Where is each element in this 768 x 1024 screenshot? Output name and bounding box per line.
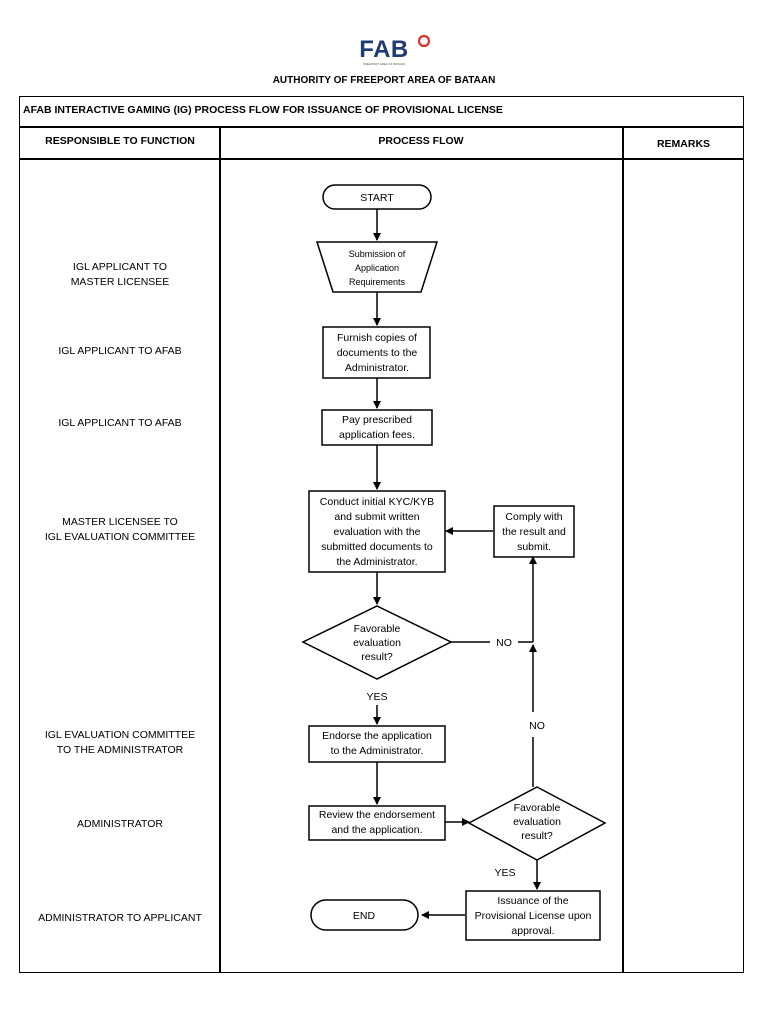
column-header-process: PROCESS FLOW xyxy=(378,135,464,147)
submission-label-line-3: Requirements xyxy=(349,277,406,287)
document-title: AFAB INTERACTIVE GAMING (IG) PROCESS FLO… xyxy=(23,104,503,116)
comply-label-line-1: Comply with xyxy=(505,511,562,523)
start-terminator xyxy=(322,184,432,210)
responsible-pay: IGL APPLICANT TO AFAB xyxy=(58,417,182,429)
review-label-line-2: and the application. xyxy=(331,824,422,836)
issuance-label-line-1: Issuance of the xyxy=(497,895,568,907)
responsible-conduct: MASTER LICENSEE TO IGL EVALUATION COMMIT… xyxy=(44,516,196,543)
yes2-label-line-1: YES xyxy=(494,867,515,879)
yes1-label-line-1: YES xyxy=(366,691,387,703)
decision1-label-line-1: Favorable xyxy=(354,623,401,635)
conduct-process xyxy=(308,490,446,573)
no1-label-line-1: NO xyxy=(496,637,512,649)
review-process xyxy=(308,805,446,841)
responsible-issuance: ADMINISTRATOR TO APPLICANT xyxy=(38,912,202,924)
conduct-label-line-3: evaluation with the xyxy=(334,526,421,538)
responsible-endorse: IGL EVALUATION COMMITTEE TO THE ADMINIST… xyxy=(44,729,196,756)
pay-label-line-2: application fees. xyxy=(339,429,415,441)
conduct-label-line-5: the Administrator. xyxy=(336,556,417,568)
conduct-label-line-4: submitted documents to xyxy=(321,541,433,553)
title-divider xyxy=(19,126,744,128)
column-header-responsible: RESPONSIBLE TO FUNCTION xyxy=(45,135,195,147)
logo-subtext: FREEPORT AREA OF BATAAN xyxy=(362,62,406,66)
review-label-line-1: Review the endorsement xyxy=(319,809,435,821)
furnish-label-line-1: Furnish copies of xyxy=(337,332,417,344)
responsible-review: ADMINISTRATOR xyxy=(77,818,163,830)
submission-manual-input xyxy=(315,241,439,293)
pay-label-line-1: Pay prescribed xyxy=(342,414,412,426)
end-terminator xyxy=(310,899,419,931)
comply-label-line-3: submit. xyxy=(517,541,551,553)
column-header-remarks: REMARKS xyxy=(656,138,711,150)
issuance-process xyxy=(465,890,601,941)
process-table xyxy=(19,96,744,973)
endorse-label-line-1: Endorse the application xyxy=(322,730,432,742)
issuance-label-line-2: Provisional License upon xyxy=(475,910,592,922)
endorse-process xyxy=(308,725,446,763)
decision1-label-line-2: evaluation xyxy=(353,637,401,649)
conduct-label-line-1: Conduct initial KYC/KYB xyxy=(320,496,434,508)
decision2-label-line-2: evaluation xyxy=(513,816,561,828)
conduct-label-line-2: and submit written xyxy=(334,511,419,523)
no2-label-line-1: NO xyxy=(529,720,545,732)
org-name: AUTHORITY OF FREEPORT AREA OF BATAAN xyxy=(272,75,496,86)
furnish-label-line-3: Administrator. xyxy=(345,362,409,374)
logo: FAB xyxy=(0,34,768,64)
decision1-label-line-3: result? xyxy=(361,651,393,663)
responsible-furnish: IGL APPLICANT TO AFAB xyxy=(58,345,182,357)
decision1-diamond xyxy=(301,605,453,680)
start-label-line-1: START xyxy=(360,192,394,204)
logo-swoosh-icon xyxy=(417,34,431,48)
logo-text: FAB xyxy=(359,36,409,63)
endorse-label-line-2: to the Administrator. xyxy=(331,745,424,757)
decision2-diamond xyxy=(467,786,607,861)
submission-label-line-2: Application xyxy=(355,263,399,273)
issuance-label-line-3: approval. xyxy=(511,925,554,937)
comply-process xyxy=(493,505,575,558)
decision2-label-line-1: Favorable xyxy=(514,802,561,814)
furnish-process xyxy=(322,326,431,379)
decision2-label-line-3: result? xyxy=(521,830,553,842)
submission-label-line-1: Submission of xyxy=(349,249,406,259)
column-divider-left xyxy=(219,126,221,973)
column-divider-right xyxy=(622,126,624,973)
pay-process xyxy=(321,409,433,446)
furnish-label-line-2: documents to the xyxy=(337,347,418,359)
responsible-submission: IGL APPLICANT TO MASTER LICENSEE xyxy=(70,261,170,288)
header-divider xyxy=(19,158,744,160)
comply-label-line-2: the result and xyxy=(502,526,566,538)
end-label-line-1: END xyxy=(353,910,376,922)
